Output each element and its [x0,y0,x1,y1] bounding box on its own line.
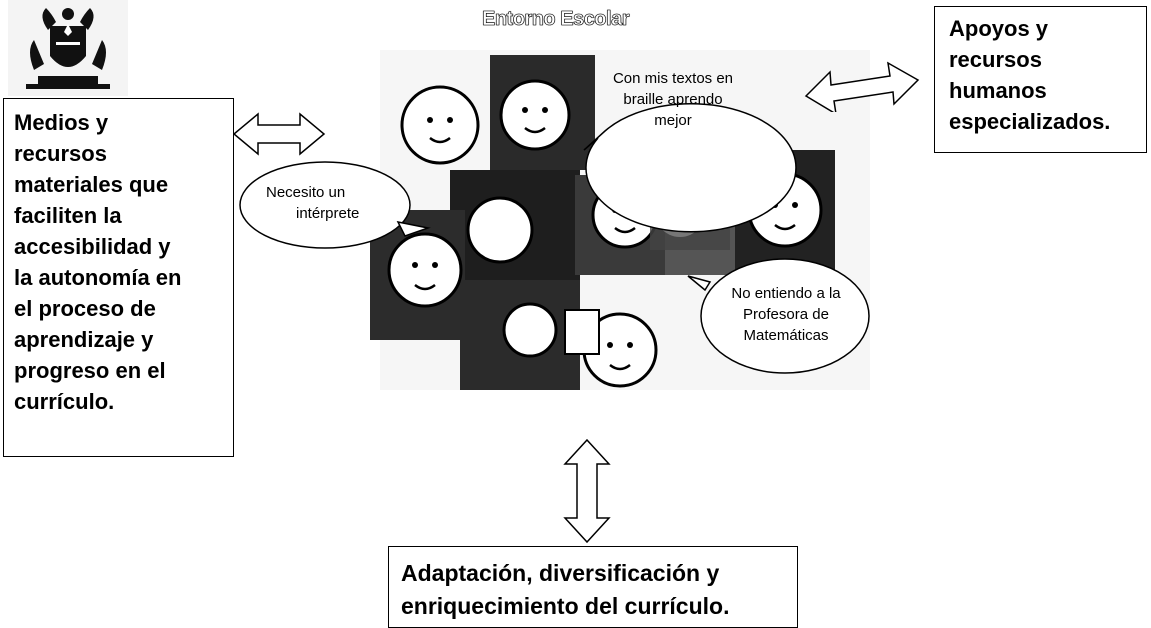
bubble-braille [583,102,797,233]
bubble-interpreter [239,161,411,249]
bubble-math-text: No entiendo a la Profesora de Matemática… [731,285,841,344]
bubble-math [700,258,870,374]
materials-box: Medios y recursos materiales que facilit… [3,98,234,457]
human-resources-box: Apoyos y recursos humanos especializados… [934,6,1147,153]
bubble-braille-text: Con mis textos en braille aprendo mejor [612,70,734,129]
double-arrow-left-icon [232,112,326,156]
curriculum-box: Adaptación, diversificación y enriquecim… [388,546,798,628]
double-arrow-vertical-icon [563,438,611,544]
bubble-interpreter-text: Necesito un intérprete [266,184,360,222]
scene-title: Entorno Escolar [482,8,630,31]
coat-of-arms-icon [8,0,128,96]
double-arrow-right-icon [804,61,920,112]
